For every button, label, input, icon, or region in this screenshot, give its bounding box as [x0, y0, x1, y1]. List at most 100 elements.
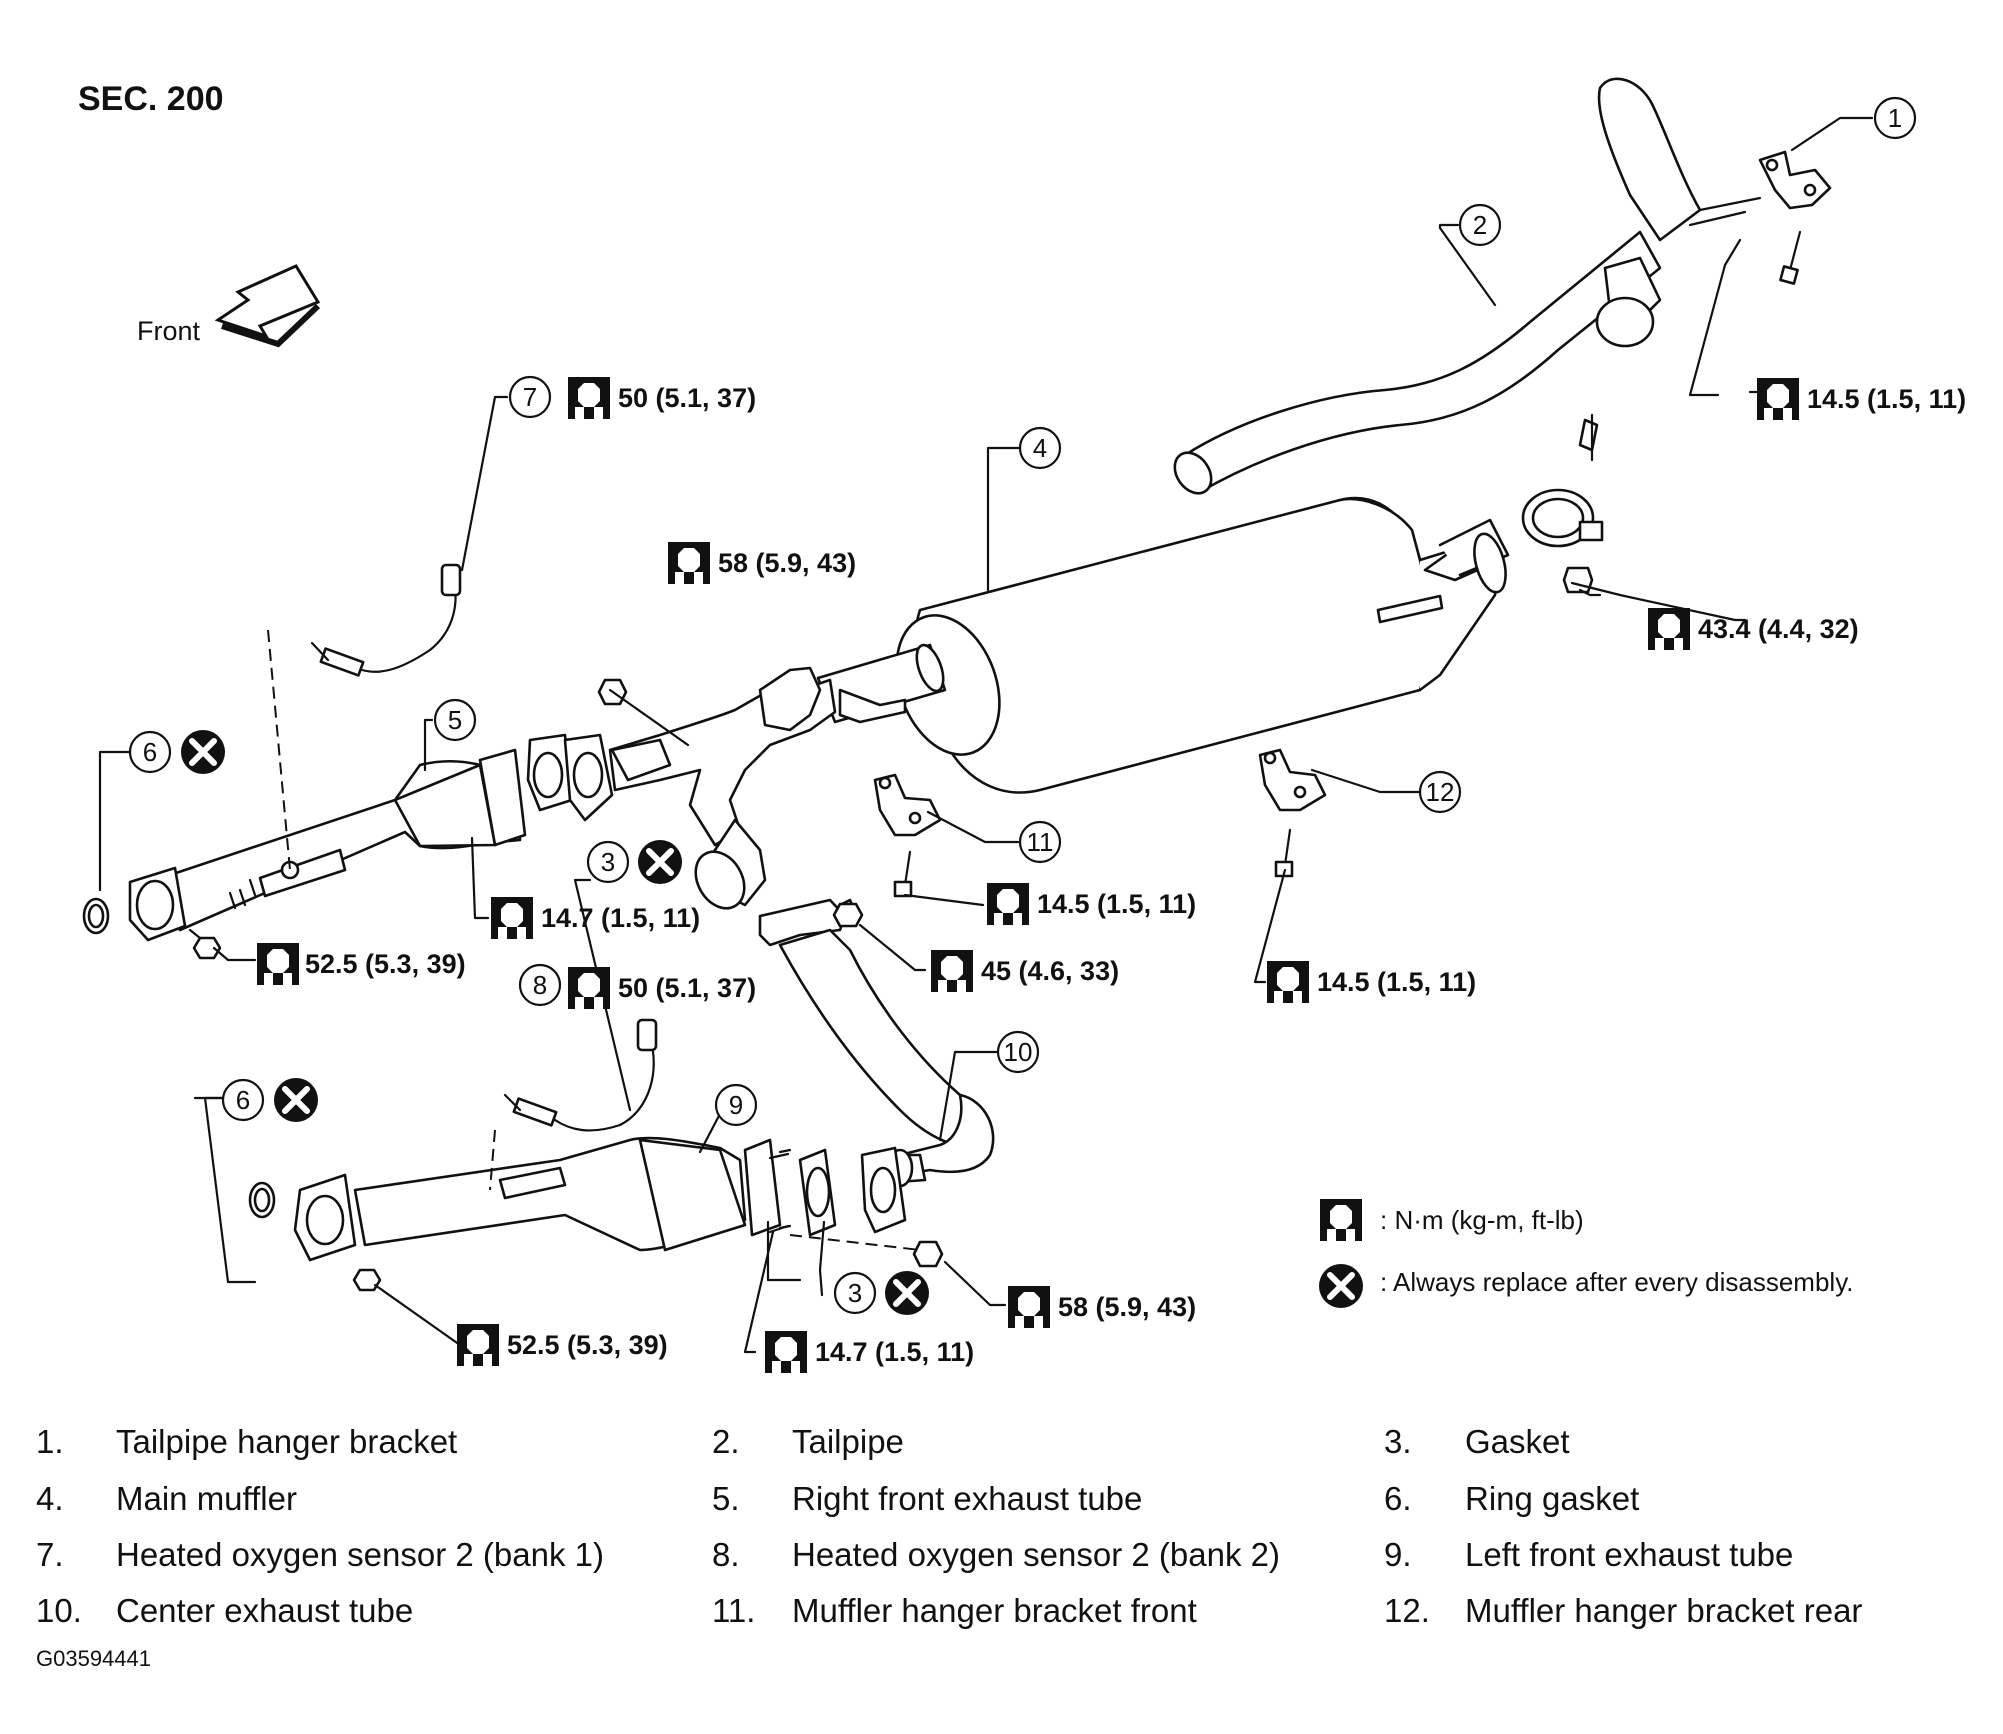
callout-2: 2: [1458, 203, 1502, 247]
gasket-right-2: [563, 733, 614, 822]
list-item-number: 8.: [712, 1536, 740, 1573]
torque-clamp-nut: 43.4 (4.4, 32): [1648, 608, 1859, 650]
callout-12: 12: [1418, 770, 1462, 814]
torque-nut-right: 58 (5.9, 43): [668, 542, 856, 584]
right-front-exhaust-tube: [128, 748, 527, 942]
list-item: 11. Muffler hanger bracket front: [712, 1592, 1197, 1629]
left-front-exhaust-tube: [293, 1136, 792, 1262]
callout-9-number: 9: [729, 1090, 743, 1120]
center-nut: [832, 902, 864, 928]
list-item-name: Ring gasket: [1465, 1480, 1639, 1517]
torque-wrench-icon: [257, 943, 299, 985]
replace-x-icon: [885, 1271, 929, 1315]
front-arrow-icon: [214, 264, 321, 348]
parts-list: 1. Tailpipe hanger bracket 2. Tailpipe 3…: [36, 1423, 1862, 1629]
list-item-number: 11.: [712, 1592, 755, 1629]
list-item-number: 2.: [712, 1423, 740, 1460]
flange-nut-left: [789, 1234, 944, 1268]
callout-9: 9: [714, 1083, 758, 1127]
clamp: [1521, 413, 1604, 594]
callout-10-number: 10: [1004, 1037, 1033, 1067]
list-item: 5. Right front exhaust tube: [712, 1480, 1142, 1517]
center-exhaust-tube: [608, 666, 995, 1188]
torque-flange-right-value: 14.7 (1.5, 11): [541, 903, 700, 933]
flange-left: [860, 1146, 907, 1234]
figure-code: G03594441: [36, 1646, 151, 1671]
callout-6b-number: 6: [236, 1085, 250, 1115]
torque-wrench-icon: [457, 1324, 499, 1366]
callout-6-top: 6: [128, 730, 172, 774]
muffler-hanger-bracket-rear: [1258, 748, 1327, 878]
torque-wrench-icon: [1648, 608, 1690, 650]
heated-oxygen-sensor-bank1: [267, 563, 462, 871]
replace-x-icon: [274, 1078, 318, 1122]
torque-hanger-front-value: 14.5 (1.5, 11): [1037, 889, 1196, 919]
tailpipe: [1173, 77, 1762, 495]
torque-flange-left: 14.7 (1.5, 11): [765, 1331, 974, 1373]
torque-tailpipe-bolt-value: 14.5 (1.5, 11): [1807, 384, 1966, 414]
list-item: 3. Gasket: [1384, 1423, 1570, 1460]
torque-clamp-nut-value: 43.4 (4.4, 32): [1698, 614, 1859, 644]
legend-torque-units: : N·m (kg-m, ft-lb): [1380, 1205, 1584, 1235]
callout-7-number: 7: [523, 382, 537, 412]
list-item: 10. Center exhaust tube: [36, 1592, 413, 1629]
callout-6a-number: 6: [143, 737, 157, 767]
callout-1: 1: [1873, 96, 1917, 140]
torque-manifold-left: 52.5 (5.3, 39): [457, 1324, 668, 1366]
ring-gasket-right: [82, 897, 110, 935]
callout-12-number: 12: [1426, 777, 1455, 807]
torque-wrench-icon: [1757, 378, 1799, 420]
list-item-number: 4.: [36, 1480, 64, 1517]
replace-x-icon: [638, 840, 682, 884]
section-title: SEC. 200: [78, 80, 224, 118]
ring-gasket-left: [248, 1181, 276, 1219]
list-item: 4. Main muffler: [36, 1480, 297, 1517]
callout-3-bottom: 3: [833, 1271, 877, 1315]
manifold-nut-right: [188, 928, 222, 960]
tailpipe-hanger-bracket: [1758, 150, 1832, 210]
list-item-number: 10.: [36, 1592, 82, 1629]
list-item-number: 9.: [1384, 1536, 1412, 1573]
callout-10: 10: [996, 1030, 1040, 1074]
callout-8-number: 8: [533, 970, 547, 1000]
callout-3a-number: 3: [601, 847, 615, 877]
list-item-name: Muffler hanger bracket rear: [1465, 1592, 1862, 1629]
list-item-number: 6.: [1384, 1480, 1412, 1517]
legend: : N·m (kg-m, ft-lb) : Always replace aft…: [1319, 1199, 1853, 1308]
list-item: 7. Heated oxygen sensor 2 (bank 1): [36, 1536, 604, 1573]
torque-center-nut: 45 (4.6, 33): [931, 950, 1119, 992]
torque-wrench-icon: [668, 542, 710, 584]
list-item-name: Left front exhaust tube: [1465, 1536, 1793, 1573]
callout-6-bottom: 6: [221, 1078, 265, 1122]
torque-wrench-icon: [931, 950, 973, 992]
list-item-name: Center exhaust tube: [116, 1592, 413, 1629]
list-item-name: Main muffler: [116, 1480, 297, 1517]
torque-wrench-icon: [765, 1331, 807, 1373]
list-item-number: 7.: [36, 1536, 64, 1573]
callout-11-number: 11: [1027, 827, 1054, 857]
list-item: 12. Muffler hanger bracket rear: [1384, 1592, 1862, 1629]
list-item-name: Gasket: [1465, 1423, 1570, 1460]
torque-sensor-bank1-value: 50 (5.1, 37): [618, 383, 756, 413]
flange-right: [610, 738, 672, 782]
muffler-hanger-bracket-front: [873, 773, 942, 898]
manifold-nut-left: [352, 1268, 382, 1292]
list-item-name: Heated oxygen sensor 2 (bank 2): [792, 1536, 1280, 1573]
torque-tailpipe-bolt: 14.5 (1.5, 11): [1757, 378, 1966, 420]
list-item-number: 1.: [36, 1423, 64, 1460]
torque-wrench-icon: [491, 897, 533, 939]
torque-flange-left-value: 14.7 (1.5, 11): [815, 1337, 974, 1367]
torque-flange-right: 14.7 (1.5, 11): [491, 897, 700, 939]
front-label: Front: [137, 316, 201, 346]
torque-manifold-right-value: 52.5 (5.3, 39): [305, 949, 466, 979]
callout-5: 5: [433, 698, 477, 742]
torque-sensor-bank2-value: 50 (5.1, 37): [618, 973, 756, 1003]
list-item: 9. Left front exhaust tube: [1384, 1536, 1793, 1573]
torque-hanger-front: 14.5 (1.5, 11): [987, 883, 1196, 925]
replace-x-icon: [181, 730, 225, 774]
torque-nut-left: 58 (5.9, 43): [1008, 1286, 1196, 1328]
torque-hanger-rear: 14.5 (1.5, 11): [1267, 961, 1476, 1003]
list-item-name: Tailpipe: [792, 1423, 904, 1460]
list-item-name: Right front exhaust tube: [792, 1480, 1142, 1517]
